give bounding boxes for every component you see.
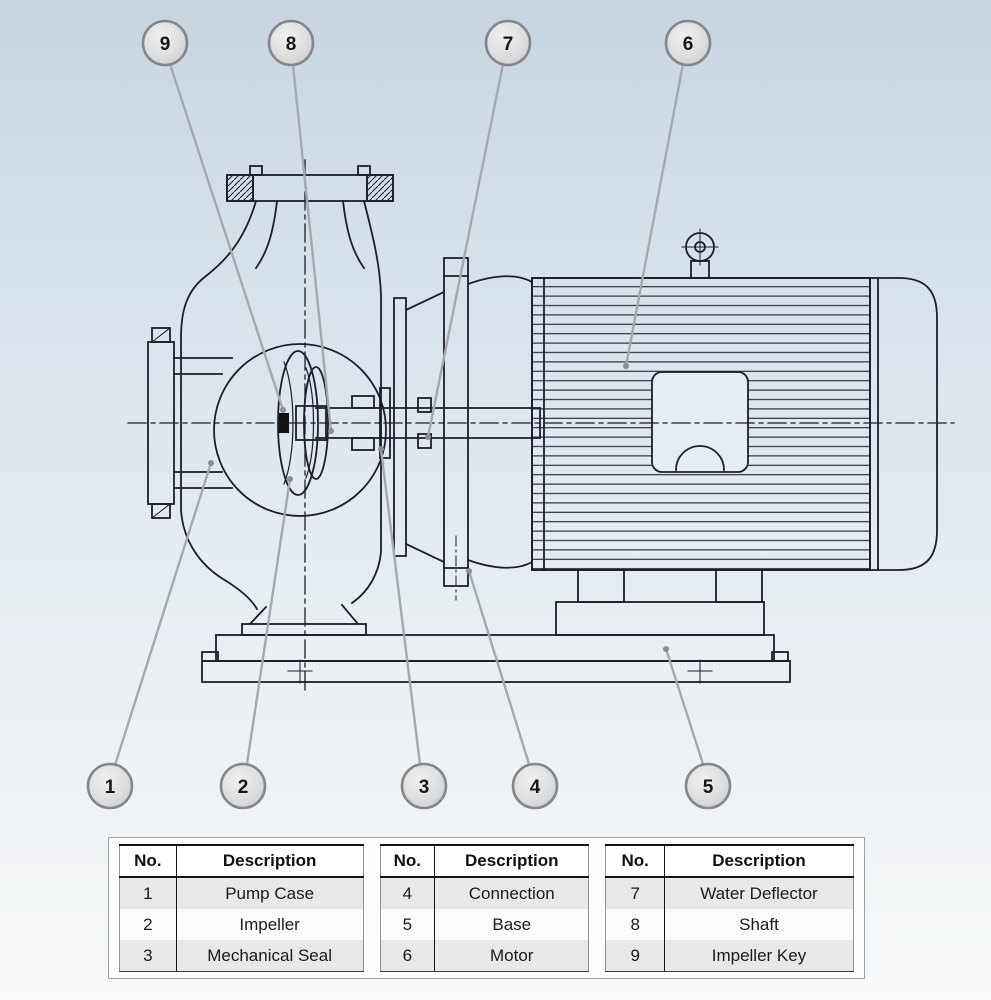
balloon-1: 1 (86, 762, 134, 810)
parts-table-3: No. Description 7 Water Deflector 8 Shaf… (605, 844, 854, 972)
no-column-header: No. (605, 844, 665, 878)
balloon-7: 7 (484, 19, 532, 67)
balloon-1-label: 1 (105, 777, 116, 798)
part-desc-cell: Connection (468, 883, 555, 903)
balloon-6: 6 (664, 19, 712, 67)
balloon-3: 3 (400, 762, 448, 810)
part-desc-cell: Base (492, 914, 532, 934)
casing-cover (393, 290, 446, 564)
motor-junction-box (651, 371, 749, 473)
pump-line-art (127, 159, 955, 695)
table-row: 1 Pump Case (119, 877, 364, 909)
description-column-header: Description (664, 844, 854, 878)
table-row: 7 Water Deflector (605, 877, 854, 909)
table-row: 3 Mechanical Seal (119, 940, 364, 972)
part-desc-cell: Water Deflector (700, 883, 818, 903)
suction-flange (226, 165, 394, 202)
parts-table-2: No. Description 4 Connection 5 Base 6 Mo… (379, 844, 590, 972)
water-deflector (417, 397, 432, 449)
callout-balloons: 9 8 7 6 1 2 3 (86, 19, 732, 810)
description-column-header: Description (434, 844, 589, 878)
balloon-8: 8 (267, 19, 315, 67)
part-no-cell: 3 (119, 940, 177, 972)
table-row: 6 Motor (380, 940, 589, 972)
parts-table-panel: No. Description 1 Pump Case 2 Impeller 3… (108, 837, 865, 979)
leader-lines (113, 63, 705, 766)
no-column-header: No. (119, 844, 177, 878)
balloon-3-label: 3 (419, 777, 430, 798)
connection-bracket (443, 257, 534, 601)
motor-end-cap (869, 277, 938, 571)
table-header-row: No. Description (605, 844, 854, 878)
centerlines (127, 159, 955, 695)
impeller-key (279, 413, 289, 433)
part-no-cell: 6 (380, 940, 436, 972)
part-desc-cell: Motor (434, 940, 589, 972)
part-no-cell: 4 (380, 877, 436, 909)
balloon-5: 5 (684, 762, 732, 810)
balloon-4-label: 4 (530, 777, 541, 798)
balloon-2-label: 2 (238, 777, 249, 798)
description-column-header: Description (176, 844, 364, 878)
balloon-9: 9 (141, 19, 189, 67)
discharge-flange (147, 327, 233, 519)
part-desc-cell: Impeller Key (664, 940, 854, 972)
part-no-cell: 9 (605, 940, 665, 972)
balloon-6-label: 6 (683, 34, 694, 55)
table-row: 4 Connection (380, 877, 589, 909)
balloon-2: 2 (219, 762, 267, 810)
balloon-9-label: 9 (160, 34, 171, 55)
part-desc-cell: Shaft (739, 914, 779, 934)
table-row: 8 Shaft (605, 909, 854, 940)
motor-feet (555, 569, 765, 636)
table-header-row: No. Description (119, 844, 364, 878)
part-no-cell: 1 (119, 877, 177, 909)
part-no-cell: 2 (119, 909, 177, 940)
part-no-cell: 7 (605, 877, 665, 909)
table-header-row: No. Description (380, 844, 589, 878)
part-no-cell: 8 (605, 909, 665, 940)
no-column-header: No. (380, 844, 436, 878)
balloon-7-label: 7 (503, 34, 514, 55)
balloon-5-label: 5 (703, 777, 714, 798)
part-no-cell: 5 (380, 909, 436, 940)
motor (531, 228, 938, 636)
table-row: 9 Impeller Key (605, 940, 854, 972)
parts-table-1: No. Description 1 Pump Case 2 Impeller 3… (119, 844, 364, 972)
table-row: 2 Impeller (119, 909, 364, 940)
balloon-4: 4 (511, 762, 559, 810)
part-desc-cell: Impeller (239, 914, 300, 934)
table-row: 5 Base (380, 909, 589, 940)
part-desc-cell: Mechanical Seal (176, 940, 364, 972)
part-desc-cell: Pump Case (225, 883, 315, 903)
lifting-eye (681, 228, 719, 279)
balloon-8-label: 8 (286, 34, 297, 55)
